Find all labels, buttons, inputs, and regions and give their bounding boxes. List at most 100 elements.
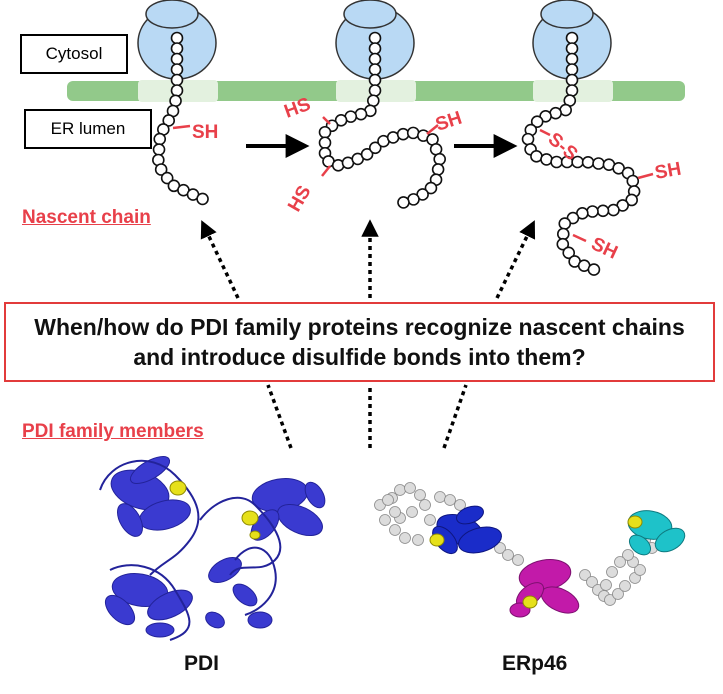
chain-bead bbox=[170, 73, 184, 87]
structure-element bbox=[232, 583, 258, 607]
chain-bead bbox=[565, 42, 579, 55]
chain-bead bbox=[592, 157, 605, 170]
chain-bead bbox=[558, 217, 572, 230]
linker-bead bbox=[389, 506, 401, 518]
chain-bead bbox=[530, 115, 544, 128]
linker-bead bbox=[586, 576, 598, 588]
linker-bead bbox=[619, 580, 631, 592]
linker-bead bbox=[494, 542, 506, 554]
nascent-chain-beads bbox=[152, 31, 641, 276]
cytosol-label: Cytosol bbox=[20, 34, 128, 74]
linker-bead bbox=[414, 489, 426, 501]
chain-bead bbox=[596, 204, 610, 218]
chain-bead bbox=[607, 203, 620, 217]
linker-bead bbox=[579, 569, 591, 581]
chain-bead bbox=[368, 42, 382, 55]
structure-element bbox=[456, 505, 484, 525]
structure-loop bbox=[199, 496, 282, 576]
linker-bead bbox=[622, 549, 634, 561]
structure-element bbox=[249, 530, 261, 540]
structure-element bbox=[429, 533, 445, 547]
linker-bead bbox=[382, 494, 394, 506]
structure-element bbox=[208, 557, 242, 583]
linker-bead bbox=[419, 499, 431, 511]
chain-bead bbox=[170, 42, 184, 55]
structure-element bbox=[628, 534, 652, 556]
chain-bead bbox=[625, 193, 638, 207]
chain-bead bbox=[396, 127, 410, 141]
chain-bead bbox=[170, 31, 184, 45]
chain-bead bbox=[368, 63, 382, 76]
linker-bead bbox=[389, 524, 401, 536]
structure-loop bbox=[109, 564, 191, 641]
dotted-arrows bbox=[200, 219, 536, 449]
structure-element bbox=[205, 611, 225, 629]
pdi-family-members-label: PDI family members bbox=[22, 421, 204, 442]
linker-bead bbox=[604, 594, 616, 606]
chain-bead bbox=[587, 263, 601, 276]
structure-element bbox=[147, 589, 193, 621]
hs-label-2: HS bbox=[284, 182, 315, 215]
structure-element bbox=[129, 456, 171, 484]
linker-bead bbox=[606, 566, 618, 578]
linker-bead bbox=[512, 554, 524, 566]
chain-bead bbox=[169, 94, 182, 108]
linker-bead bbox=[434, 491, 446, 503]
chain-bead bbox=[368, 31, 382, 45]
research-question: When/how do PDI family proteins recogniz… bbox=[4, 302, 715, 382]
chain-bead bbox=[368, 73, 382, 87]
chain-bead bbox=[360, 148, 374, 161]
chain-bead bbox=[152, 143, 166, 156]
chain-bead bbox=[521, 132, 535, 146]
thiol-bonds bbox=[172, 116, 654, 243]
chain-bead bbox=[565, 52, 579, 66]
chain-bead bbox=[406, 126, 420, 140]
structure-element bbox=[104, 594, 136, 626]
pdi-caption: PDI bbox=[184, 652, 220, 675]
chain-bead bbox=[424, 181, 438, 195]
chain-bead bbox=[318, 125, 332, 139]
chain-bead bbox=[368, 52, 382, 66]
chain-bead bbox=[170, 52, 184, 66]
structure-element bbox=[169, 480, 187, 496]
linker-bead bbox=[406, 506, 418, 518]
structure-element bbox=[117, 503, 143, 537]
structure-loop bbox=[234, 546, 277, 616]
sh-label-2: SH bbox=[433, 108, 465, 136]
chain-bead bbox=[581, 156, 595, 169]
chain-bead bbox=[368, 84, 382, 97]
structure-element bbox=[522, 595, 538, 609]
linker-bead bbox=[379, 514, 391, 526]
chain-bead bbox=[556, 237, 570, 251]
chain-bead bbox=[556, 227, 570, 241]
chain-bead bbox=[196, 192, 209, 206]
chain-bead bbox=[153, 132, 167, 146]
linker-bead bbox=[634, 564, 646, 576]
chain-bead bbox=[318, 136, 332, 150]
erp46-structure bbox=[374, 482, 686, 618]
linker-bead bbox=[614, 556, 626, 568]
erp46-caption: ERp46 bbox=[502, 652, 568, 675]
linker-bead bbox=[454, 499, 466, 511]
structure-element bbox=[277, 503, 323, 537]
structure-element bbox=[145, 622, 175, 638]
chain-bead bbox=[586, 205, 599, 218]
er-lumen-label: ER lumen bbox=[24, 109, 152, 149]
structure-element bbox=[247, 611, 273, 629]
linker-bead bbox=[404, 482, 416, 494]
chain-bead bbox=[154, 163, 168, 176]
chain-bead bbox=[565, 63, 579, 76]
chain-bead bbox=[354, 107, 368, 121]
sh-label-4: SH bbox=[588, 233, 621, 263]
chain-bead bbox=[565, 84, 579, 97]
chain-bead bbox=[334, 114, 348, 127]
chain-bead bbox=[433, 152, 446, 166]
linker-bead bbox=[600, 579, 612, 591]
structure-loop bbox=[99, 459, 200, 576]
chain-bead bbox=[368, 141, 382, 155]
structure-element bbox=[458, 526, 502, 554]
linker-bead bbox=[399, 532, 411, 544]
chain-bead bbox=[626, 174, 640, 188]
chain-bead bbox=[540, 153, 553, 166]
